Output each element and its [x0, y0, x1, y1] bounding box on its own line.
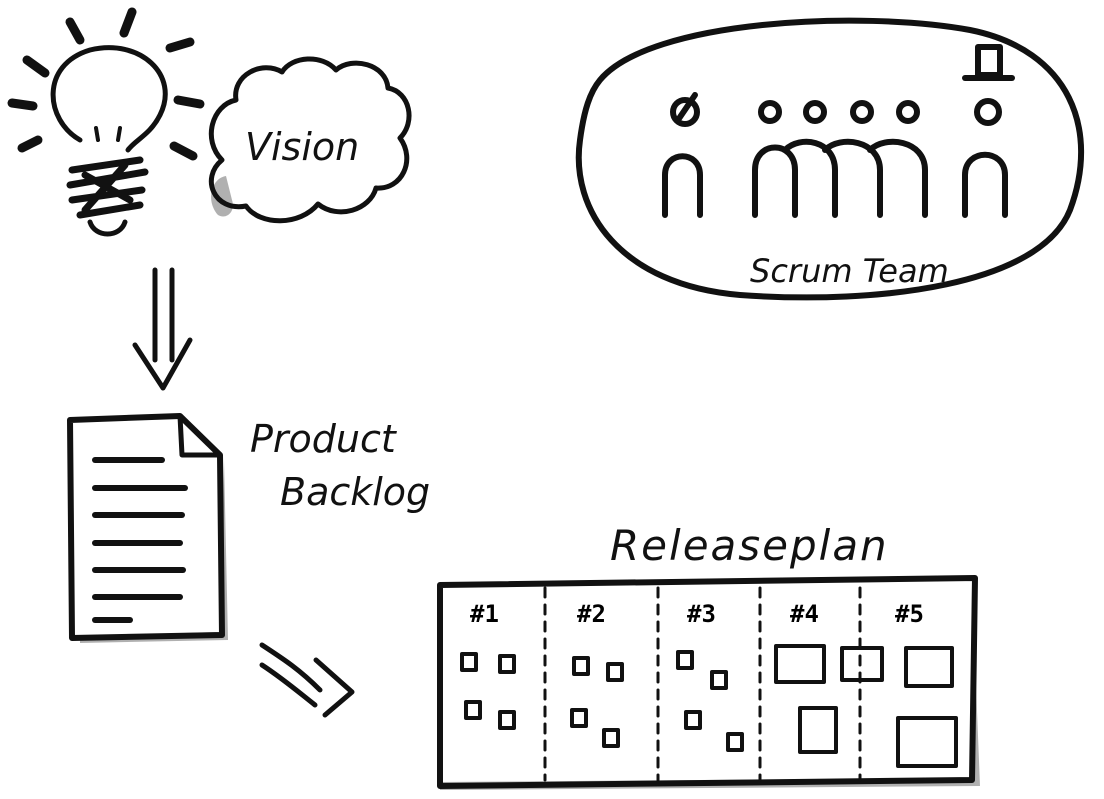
scrum-master-icon — [962, 44, 1015, 218]
sprint-labels: #1 #2 #3 #4 #5 — [470, 600, 924, 628]
releaseplan-label: Releaseplan — [610, 521, 889, 570]
product-owner-icon — [662, 92, 703, 218]
team-members — [662, 44, 1015, 218]
vision-label: Vision — [245, 125, 359, 169]
lightbulb-icon — [7, 7, 205, 237]
release-plan-board — [437, 575, 980, 790]
cloud-icon — [208, 56, 412, 224]
backlog-items — [460, 644, 958, 768]
scrum-team-label: Scrum Team — [750, 252, 949, 290]
sprint-label-4: #4 — [790, 600, 819, 628]
sprint-label-1: #1 — [470, 600, 499, 628]
scrum-team-oval — [575, 17, 1085, 301]
developer-team-icon — [752, 100, 928, 218]
sprint-label-5: #5 — [895, 600, 924, 628]
sprint-label-3: #3 — [687, 600, 716, 628]
sprint-label-2: #2 — [577, 600, 606, 628]
backlog-label: Backlog — [280, 470, 430, 514]
double-arrow-icon — [132, 267, 193, 391]
document-icon — [67, 413, 228, 643]
curved-arrow-icon — [259, 642, 355, 718]
product-label: Product — [250, 417, 398, 461]
